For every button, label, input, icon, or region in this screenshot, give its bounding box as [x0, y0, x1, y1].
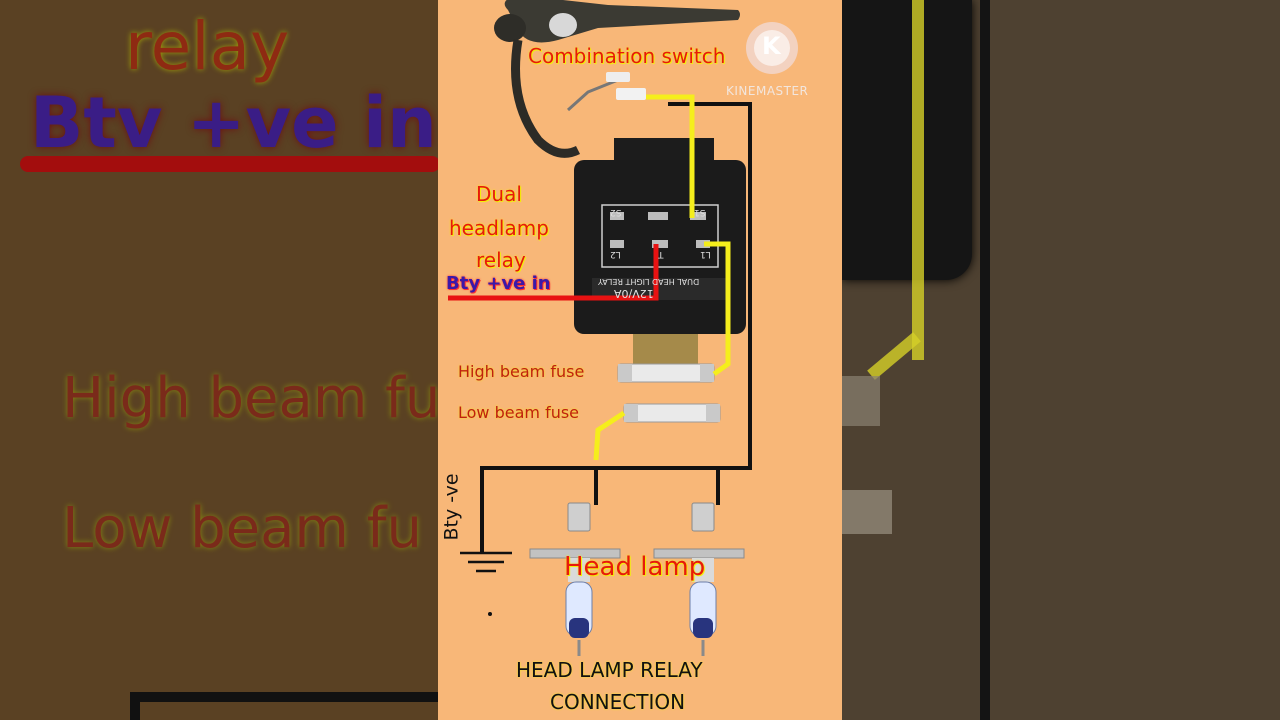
diagram-panel: 12V/0A DUAL HEAD LIGHT RELAY S2 S1 L2 L1… [438, 0, 842, 720]
kinemaster-logo-letter: K [762, 32, 781, 60]
relay-pin-t: T [658, 249, 664, 259]
right-black-wire [980, 0, 990, 720]
left-blur-panel: relay Btv +ve in High beam fus Low beam … [0, 0, 438, 720]
left-black-wire-v [130, 692, 140, 720]
relay-pin-l2: L2 [610, 249, 621, 259]
head-lamp-label: Head lamp [564, 552, 706, 582]
head-lamp-bulb-left-icon [529, 502, 621, 656]
combination-switch-icon [494, 0, 740, 158]
low-beam-fuse-icon [623, 403, 721, 423]
relay-pin-s2: S2 [610, 207, 622, 217]
left-relay-text: relay [125, 8, 290, 85]
battery-positive-label: Bty +ve in [446, 273, 551, 294]
dual-headlamp-relay-label-3: relay [476, 248, 526, 272]
right-relay-ghost [842, 0, 972, 280]
black-wires [480, 102, 752, 552]
dot-mark [488, 612, 492, 616]
battery-negative-label: Bty -ve [440, 473, 463, 541]
relay-name-text: DUAL HEAD LIGHT RELAY [598, 277, 700, 286]
right-fuse-ghost-1 [842, 376, 880, 426]
relay-bracket [633, 334, 698, 364]
combination-switch-label: Combination switch [528, 44, 726, 68]
dual-headlamp-relay-label-2: headlamp [449, 216, 549, 240]
wiring-diagram [448, 0, 798, 656]
caption-line-2: CONNECTION [550, 690, 686, 714]
high-beam-fuse-icon [617, 363, 715, 383]
right-yellow-wire [912, 0, 924, 360]
caption-line-1: HEAD LAMP RELAY [516, 658, 703, 682]
right-fuse-ghost-2 [842, 490, 892, 534]
left-red-wire [20, 156, 438, 172]
left-low-fuse-text: Low beam fu [62, 496, 422, 561]
red-battery-wire [448, 244, 659, 301]
left-black-wire [130, 692, 438, 702]
relay-rating-text: 12V/0A [614, 287, 654, 300]
ground-symbol-icon [460, 551, 512, 573]
relay-pin-s1: S1 [694, 207, 706, 217]
relay-box [574, 138, 746, 334]
left-high-fuse-text: High beam fus [62, 366, 438, 431]
kinemaster-logo-icon [746, 22, 798, 74]
right-blur-panel [842, 0, 1280, 720]
left-bty-text: Btv +ve in [30, 82, 437, 164]
low-beam-fuse-label: Low beam fuse [458, 403, 580, 422]
high-beam-fuse-label: High beam fuse [458, 362, 585, 381]
yellow-wires [593, 94, 731, 461]
dual-headlamp-relay-label-1: Dual [476, 182, 522, 206]
relay-pin-l1: L1 [700, 249, 711, 259]
kinemaster-watermark: KINEMASTER [726, 84, 809, 98]
head-lamp-bulb-right-icon [653, 502, 745, 656]
